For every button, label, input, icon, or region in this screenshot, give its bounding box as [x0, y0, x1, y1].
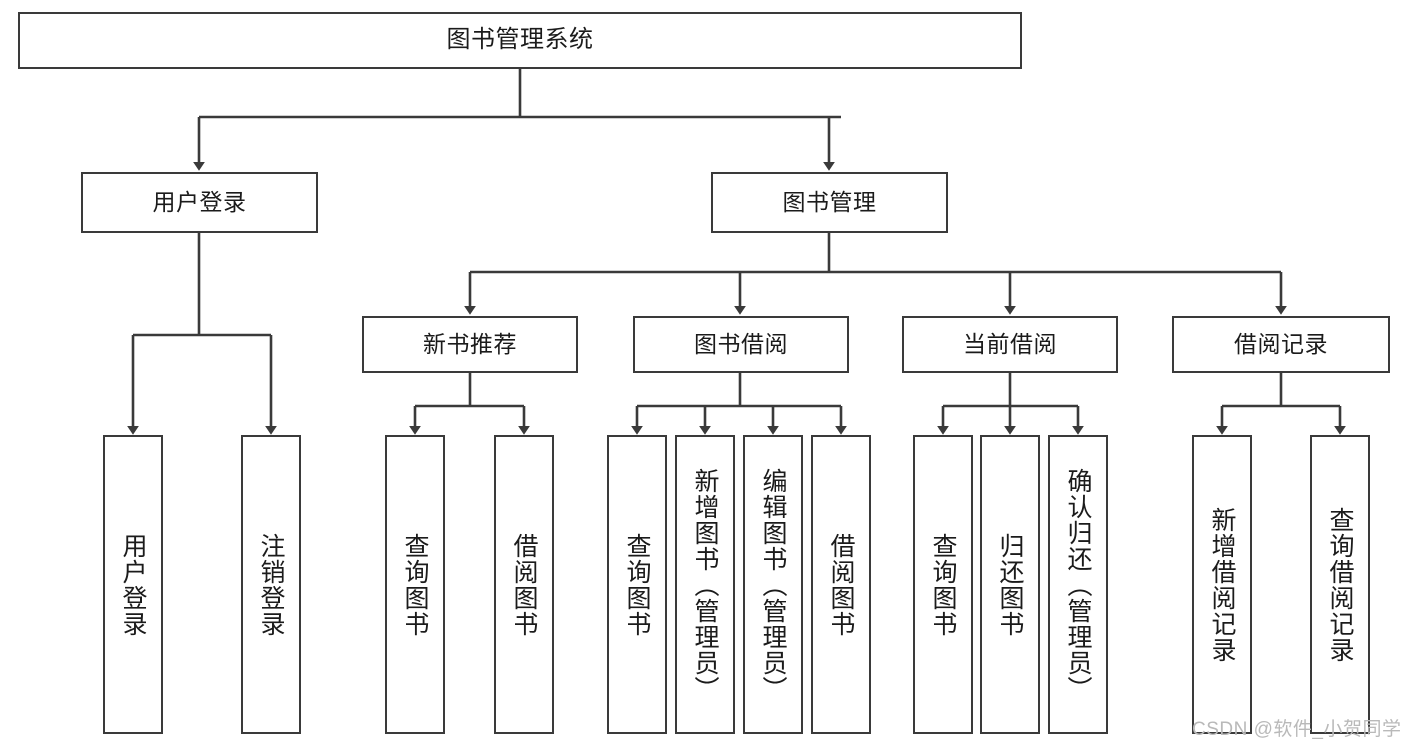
node-user-login[interactable]: 用户登录 [81, 172, 318, 233]
leaf-current-borrow-query[interactable]: 查询图书 [913, 435, 973, 734]
leaf-book-borrow-edit[interactable]: 编辑图书（管理员） [743, 435, 803, 734]
node-borrow-record-label: 借阅记录 [1234, 330, 1328, 357]
leaf-book-borrow-edit-label: 编辑图书（管理员） [759, 467, 787, 702]
leaf-user-login-logout[interactable]: 注销登录 [241, 435, 301, 734]
leaf-current-borrow-return[interactable]: 归还图书 [980, 435, 1040, 734]
leaf-user-login-logout-label: 注销登录 [257, 532, 285, 637]
node-current-borrow[interactable]: 当前借阅 [902, 316, 1118, 373]
node-user-login-label: 用户登录 [152, 188, 247, 215]
leaf-new-book-query[interactable]: 查询图书 [385, 435, 445, 734]
node-book-borrow[interactable]: 图书借阅 [633, 316, 849, 373]
leaf-borrow-record-query-label: 查询借阅记录 [1326, 506, 1354, 663]
node-new-book-recommend[interactable]: 新书推荐 [362, 316, 578, 373]
node-root-label: 图书管理系统 [446, 26, 594, 54]
leaf-book-borrow-borrow[interactable]: 借阅图书 [811, 435, 871, 734]
leaf-current-borrow-confirm[interactable]: 确认归还（管理员） [1048, 435, 1108, 734]
node-book-management[interactable]: 图书管理 [711, 172, 948, 233]
leaf-borrow-record-add[interactable]: 新增借阅记录 [1192, 435, 1252, 734]
leaf-current-borrow-confirm-label: 确认归还（管理员） [1064, 467, 1092, 702]
leaf-book-borrow-add[interactable]: 新增图书（管理员） [675, 435, 735, 734]
leaf-book-borrow-add-label: 新增图书（管理员） [691, 467, 719, 702]
leaf-user-login-login-label: 用户登录 [119, 532, 147, 637]
node-new-book-recommend-label: 新书推荐 [423, 330, 517, 357]
leaf-current-borrow-query-label: 查询图书 [929, 532, 957, 637]
node-borrow-record[interactable]: 借阅记录 [1172, 316, 1390, 373]
watermark: CSDN @软件_小贺同学 [1192, 719, 1402, 740]
node-current-borrow-label: 当前借阅 [963, 330, 1057, 357]
leaf-book-borrow-query[interactable]: 查询图书 [607, 435, 667, 734]
node-book-borrow-label: 图书借阅 [694, 330, 788, 357]
leaf-book-borrow-borrow-label: 借阅图书 [827, 532, 855, 637]
node-root[interactable]: 图书管理系统 [18, 12, 1022, 69]
leaf-borrow-record-add-label: 新增借阅记录 [1208, 506, 1236, 663]
leaf-user-login-login[interactable]: 用户登录 [103, 435, 163, 734]
leaf-new-book-query-label: 查询图书 [401, 532, 429, 637]
leaf-book-borrow-query-label: 查询图书 [623, 532, 651, 637]
leaf-borrow-record-query[interactable]: 查询借阅记录 [1310, 435, 1370, 734]
leaf-new-book-borrow-label: 借阅图书 [510, 532, 538, 637]
leaf-current-borrow-return-label: 归还图书 [996, 532, 1024, 637]
leaf-new-book-borrow[interactable]: 借阅图书 [494, 435, 554, 734]
node-book-management-label: 图书管理 [782, 188, 877, 215]
